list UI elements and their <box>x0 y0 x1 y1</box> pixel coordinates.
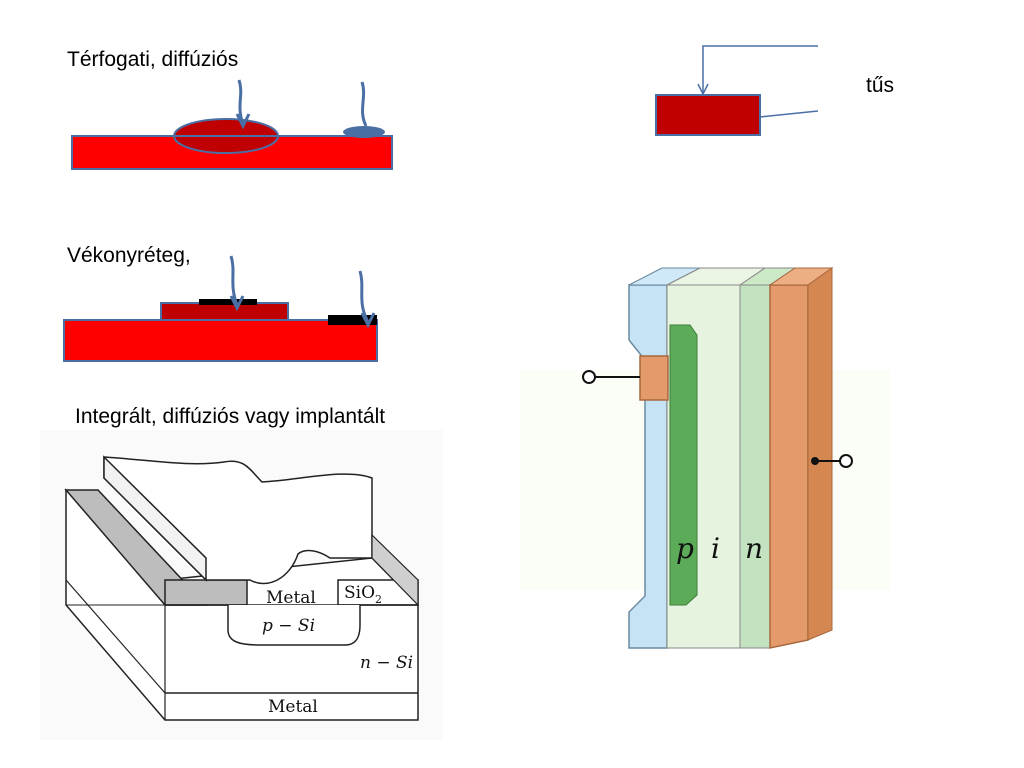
thin-film-substrate <box>63 319 378 362</box>
back-wire <box>759 110 819 118</box>
label-sio2-sub: 2 <box>375 593 382 606</box>
p-si-well <box>227 605 361 646</box>
layer-line-4 <box>65 579 166 694</box>
contact-bar-2 <box>328 315 377 325</box>
label-integrated: Integrált, diffúziós vagy implantált <box>75 405 386 428</box>
label-needle: tűs <box>866 74 895 97</box>
planar-diode-sketch: Metal SiO2 p − Si n − Si Metal <box>40 430 443 740</box>
thin-probe-arrowhead-1 <box>229 295 245 312</box>
pin-p-region <box>669 324 698 606</box>
thin-film-diagram <box>63 255 378 362</box>
needle-arrowhead <box>697 83 709 96</box>
pin-front-terminal <box>582 370 596 384</box>
metal-pad-side <box>103 455 207 582</box>
pin-front-pad <box>639 355 669 401</box>
pin-back-contact-side <box>807 267 833 641</box>
pin-back-terminal <box>839 454 853 468</box>
needle-wire <box>702 45 818 93</box>
probe-arrow-2 <box>360 81 368 127</box>
needle-crystal <box>655 94 761 136</box>
probe-arrowhead-1 <box>235 113 251 130</box>
pin-diode-diagram: p i n <box>520 267 890 649</box>
label-sio2: SiO2 <box>344 583 382 606</box>
pin-label-p: p <box>676 532 694 565</box>
label-n-si: n − Si <box>360 653 413 673</box>
contact-bar-1 <box>199 299 257 305</box>
contact-dot <box>343 126 385 138</box>
pin-back-contact <box>769 284 809 649</box>
pin-n-region <box>739 284 771 649</box>
oxide-left-front <box>164 579 248 606</box>
label-thin-film: Vékonyréteg, <box>67 244 191 267</box>
volume-diffusion-diagram <box>71 79 393 170</box>
thin-probe-arrowhead-2 <box>360 312 376 329</box>
thin-probe-1 <box>229 255 239 306</box>
pin-label-n: n <box>745 532 763 565</box>
label-volume-diffusion: Térfogati, diffúziós <box>67 48 239 71</box>
thin-film-layer <box>160 302 289 321</box>
oxide-right-top <box>371 533 419 607</box>
label-metal-top: Metal <box>266 588 316 608</box>
label-metal-bottom: Metal <box>268 697 318 717</box>
pin-label-i: i <box>711 532 720 565</box>
needle-diagram <box>655 45 819 136</box>
thin-probe-2 <box>358 270 370 323</box>
metal-pad <box>103 456 373 585</box>
label-sio2-main: SiO <box>344 583 375 603</box>
label-p-si: p − Si <box>262 616 315 636</box>
probe-arrow-1 <box>237 79 245 125</box>
